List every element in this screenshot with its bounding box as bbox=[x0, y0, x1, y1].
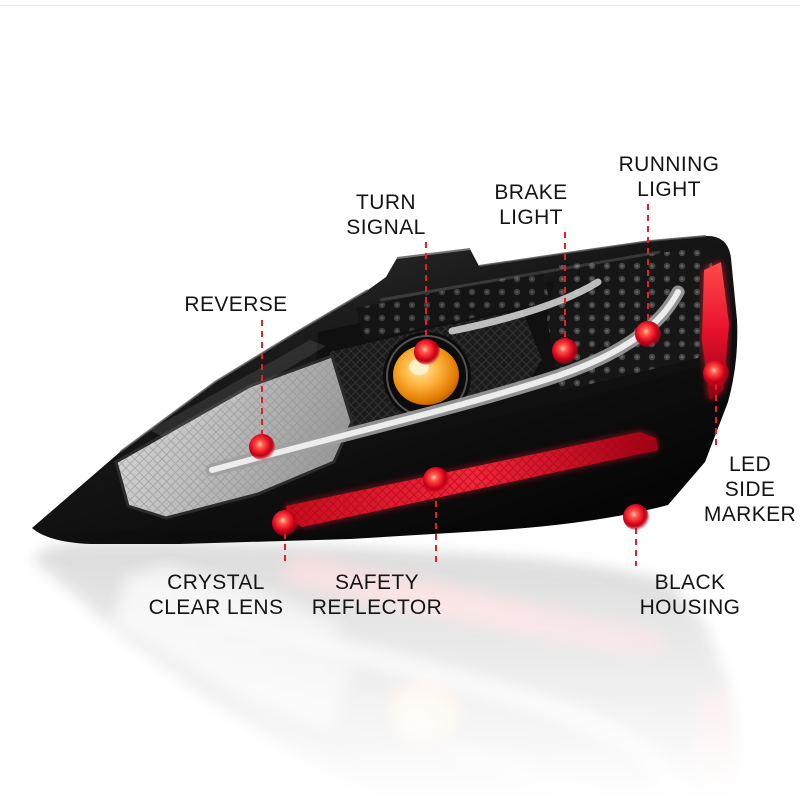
specular-streak bbox=[150, 340, 326, 440]
callout-label-black-housing: BLACK HOUSING bbox=[639, 571, 741, 619]
turn-signal-bulb bbox=[383, 332, 471, 420]
callout-line-reverse bbox=[261, 320, 263, 438]
callout-label-brake-light: BRAKE LIGHT bbox=[494, 181, 568, 229]
crystal-clear-lens bbox=[114, 354, 354, 520]
callout-dot-brake-light bbox=[552, 338, 578, 364]
callout-line-turn-signal bbox=[425, 242, 427, 344]
safety-reflector bbox=[286, 432, 658, 527]
callout-dot-led-side-marker bbox=[703, 360, 729, 386]
fin-highlight bbox=[396, 248, 471, 259]
callout-line-running-light bbox=[647, 204, 649, 326]
callout-line-led-side-marker bbox=[715, 384, 717, 448]
callout-dot-black-housing bbox=[623, 504, 649, 530]
callout-line-crystal-clear-lens bbox=[284, 533, 286, 566]
callout-label-running-light: RUNNING LIGHT bbox=[618, 153, 720, 201]
callout-label-reverse: REVERSE bbox=[184, 293, 288, 316]
callout-label-led-side-marker: LED SIDE MARKER bbox=[703, 453, 797, 526]
callout-line-safety-reflector bbox=[435, 490, 437, 566]
tail-light bbox=[32, 235, 738, 545]
callout-line-black-housing bbox=[635, 528, 637, 566]
callout-dot-crystal-clear-lens bbox=[272, 510, 298, 536]
callout-dot-running-light bbox=[635, 321, 661, 347]
callout-dot-safety-reflector bbox=[423, 467, 449, 493]
callout-label-crystal-clear-lens: CRYSTAL CLEAR LENS bbox=[148, 571, 284, 619]
callout-dot-turn-signal bbox=[414, 339, 440, 365]
top-edge-highlight-right bbox=[478, 235, 707, 267]
callout-label-safety-reflector: SAFETY REFLECTOR bbox=[311, 571, 443, 619]
callout-line-brake-light bbox=[564, 232, 566, 343]
reflection-fade bbox=[0, 548, 800, 800]
running-light-led-strip bbox=[356, 271, 550, 340]
top-border-line bbox=[0, 5, 800, 6]
top-edge-highlight bbox=[119, 289, 369, 453]
callout-dot-reverse bbox=[249, 434, 275, 460]
callout-label-turn-signal: TURN SIGNAL bbox=[346, 191, 426, 239]
